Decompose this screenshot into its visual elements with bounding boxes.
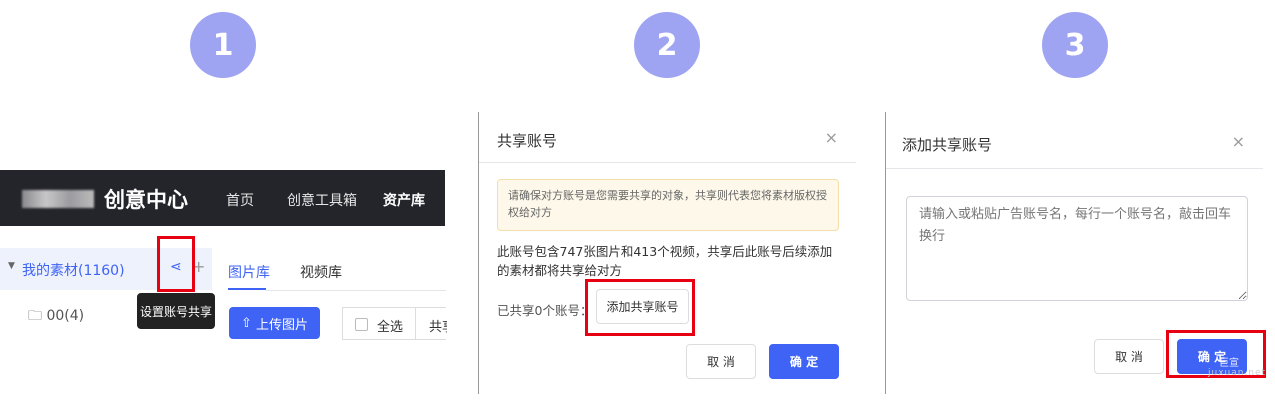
account-description: 此账号包含747张图片和413个视频，共享后此账号后续添加的素材都将共享给对方: [497, 244, 833, 278]
cancel-button[interactable]: 取 消: [686, 344, 756, 379]
tab-underline: [228, 288, 266, 290]
dialog-title: 添加共享账号: [902, 136, 993, 154]
cancel-button[interactable]: 取 消: [1094, 339, 1164, 374]
divider: [415, 308, 416, 340]
select-all-label: 全选: [377, 320, 404, 335]
add-shared-account-button[interactable]: 添加共享账号: [596, 289, 689, 324]
upload-icon: ⇧: [240, 315, 256, 331]
tree-child[interactable]: 🗀 00(4): [28, 305, 84, 329]
share-icon[interactable]: ⋖: [170, 259, 182, 275]
top-nav: 创意中心 首页 创意工具箱 资产库: [0, 170, 445, 226]
close-icon[interactable]: ×: [824, 128, 838, 147]
tab-videos[interactable]: 视频库: [300, 265, 342, 281]
confirm-button[interactable]: 确 定: [1177, 339, 1247, 374]
caret-down-icon: ▼: [8, 261, 15, 271]
dialog-title: 共享账号: [497, 132, 558, 150]
shared-count: 已共享0个账号：: [497, 303, 593, 318]
divider: [886, 168, 1263, 169]
blurred-logo: [22, 190, 94, 208]
step-3-badge: 3: [1042, 12, 1108, 78]
add-icon[interactable]: +: [192, 257, 206, 276]
nav-home[interactable]: 首页: [226, 193, 254, 209]
tooltip: 设置账号共享: [137, 293, 215, 329]
upload-button[interactable]: ⇧ 上传图片: [229, 307, 320, 339]
watermark-url: juxuan.net: [1208, 368, 1267, 378]
nav-assets[interactable]: 资产库: [383, 193, 425, 209]
step-2-badge: 2: [634, 12, 700, 78]
tab-images[interactable]: 图片库: [228, 265, 270, 281]
confirm-button[interactable]: 确 定: [769, 344, 839, 379]
highlight-add: [585, 279, 695, 336]
tree-root-row[interactable]: ▼ 我的素材(1160) ⋖ +: [0, 248, 212, 290]
highlight-share: [157, 236, 195, 292]
watermark-cn: 巨宣: [1219, 358, 1239, 369]
folder-icon: 🗀: [28, 308, 47, 324]
share-button[interactable]: 共享: [429, 320, 447, 335]
tree-child-label: 00(4): [46, 308, 85, 324]
nav-creative-tools[interactable]: 创意工具箱: [287, 193, 357, 209]
step-1-badge: 1: [190, 12, 256, 78]
add-shared-account-dialog: 添加共享账号 × 取 消 确 定 巨宣 juxuan.net: [885, 112, 1267, 394]
share-account-dialog: 共享账号 × 请确保对方账号是您需要共享的对象，共享则代表您将素材版权授权给对方…: [478, 112, 856, 394]
warning-notice: 请确保对方账号是您需要共享的对象，共享则代表您将素材版权授权给对方: [497, 179, 839, 231]
brand-title: 创意中心: [104, 188, 188, 212]
tab-divider: [266, 290, 446, 291]
close-icon[interactable]: ×: [1231, 132, 1245, 151]
highlight-confirm: [1166, 330, 1266, 378]
tree-root-label: 我的素材(1160): [22, 263, 125, 279]
divider: [479, 162, 856, 163]
toolbar: 全选 共享: [342, 307, 447, 340]
upload-label: 上传图片: [256, 317, 309, 333]
select-all-checkbox[interactable]: [355, 318, 368, 331]
account-names-input[interactable]: [906, 196, 1248, 301]
